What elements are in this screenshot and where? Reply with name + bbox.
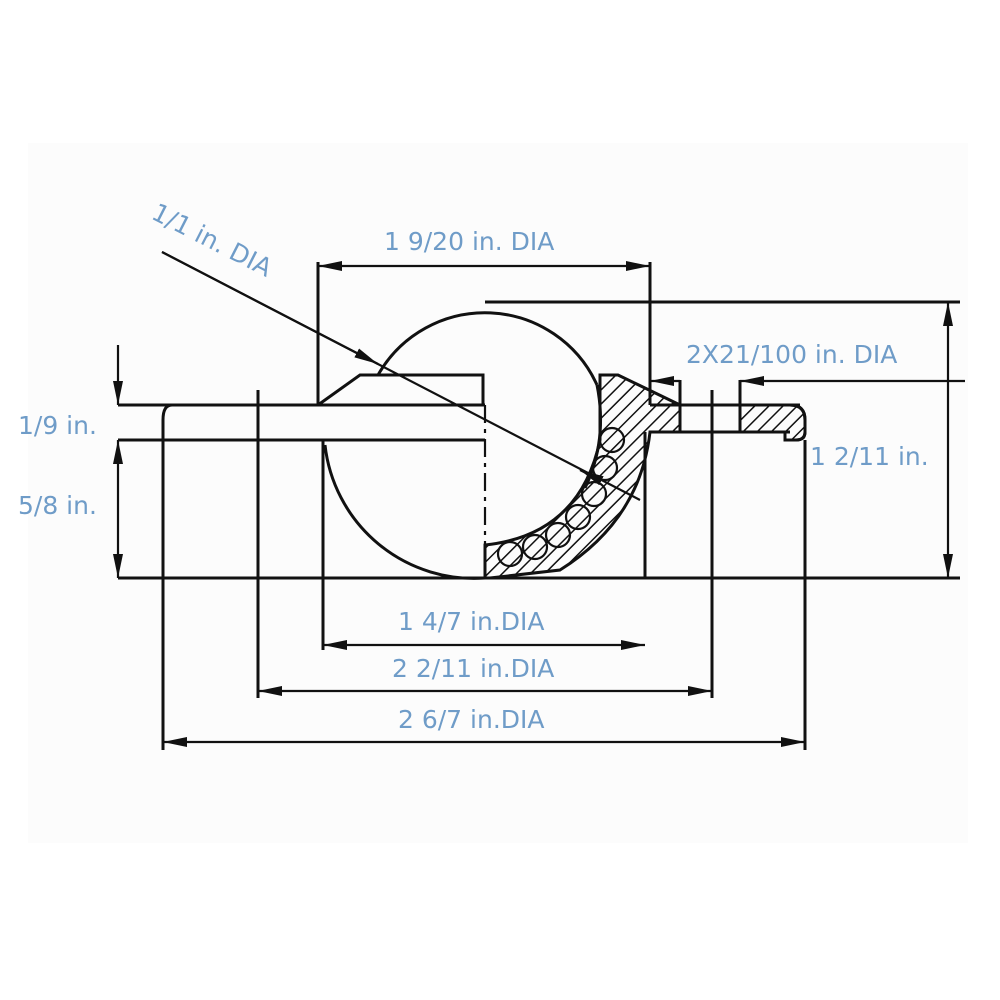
label-mounting-holes: 2X21/100 in. DIA [686,340,897,369]
label-body-height: 5/8 in. [18,491,97,520]
label-flange-outer-dia: 2 6/7 in.DIA [398,705,545,734]
dimension-lines [113,251,965,747]
part-outline [118,262,960,750]
label-top-flange-dia: 1 9/20 in. DIA [384,227,554,256]
housing-section [483,373,807,580]
label-ball-dia: 1/1 in. DIA [147,198,277,283]
label-total-height: 1 2/11 in. [810,442,929,471]
label-flange-thickness: 1/9 in. [18,411,97,440]
drawing-background [28,143,968,843]
label-body-dia: 1 4/7 in.DIA [398,607,545,636]
label-hole-spacing-dia: 2 2/11 in.DIA [392,654,554,683]
bearing-balls [496,426,626,568]
